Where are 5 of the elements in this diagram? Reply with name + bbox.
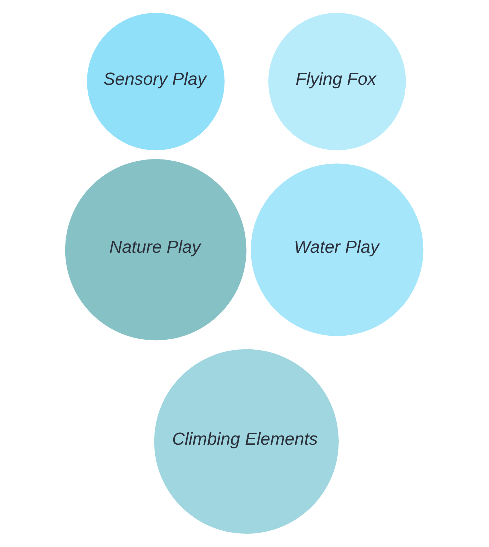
node-circle: Flying Fox — [268, 13, 406, 151]
node-circle: Sensory Play — [87, 13, 225, 151]
node-circle: Climbing Elements — [154, 349, 339, 534]
node-circle: Water Play — [251, 164, 424, 336]
node-circle: Nature Play — [65, 159, 247, 341]
